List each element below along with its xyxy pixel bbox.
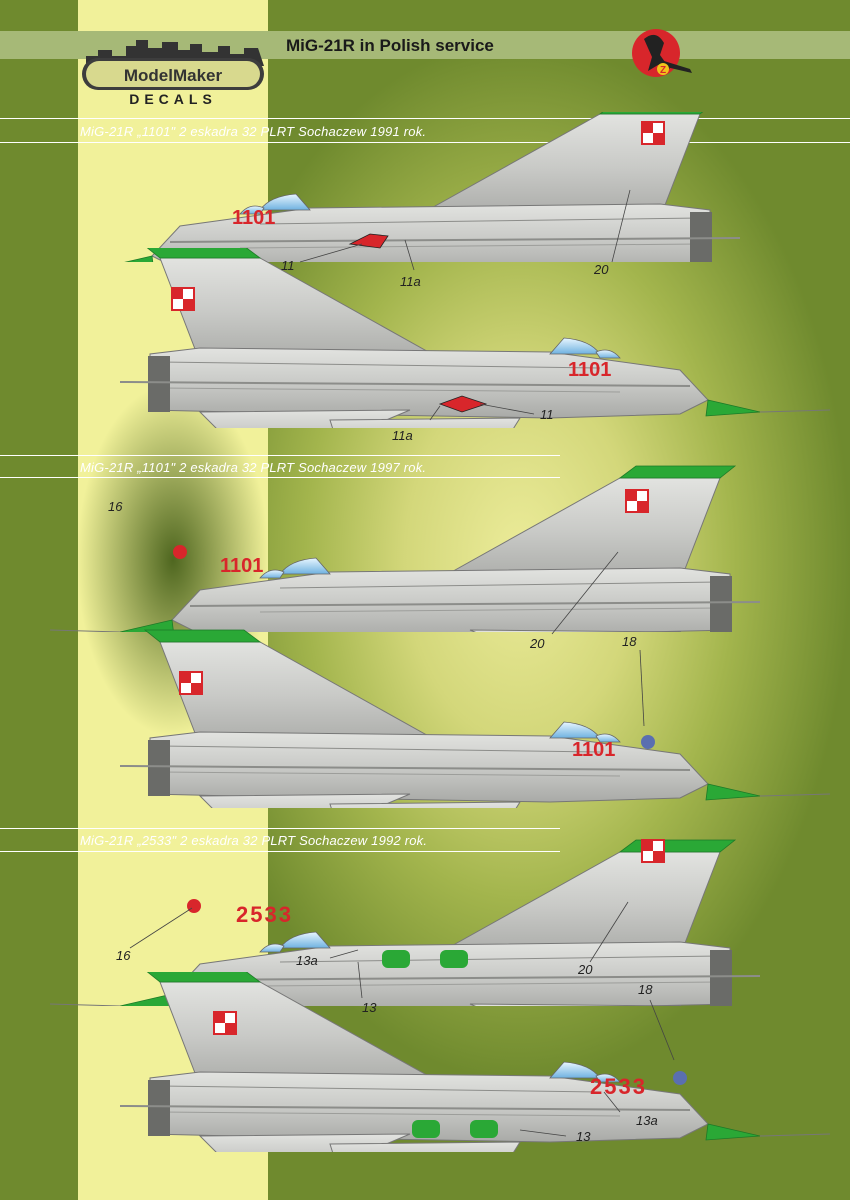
aircraft-code-3: 1101 bbox=[220, 555, 263, 577]
callout-18-a: 18 bbox=[622, 634, 637, 649]
callout-11-b: 11 bbox=[540, 407, 554, 422]
separator-2b bbox=[0, 477, 560, 478]
callout-13a-b: 13a bbox=[636, 1113, 658, 1128]
modelmaker-logo: ModelMaker DECALS bbox=[82, 40, 264, 107]
page-title: MiG-21R in Polish service bbox=[286, 36, 494, 55]
callout-16-b: 16 bbox=[116, 948, 131, 963]
callout-20-b: 20 bbox=[530, 636, 545, 651]
aircraft-profile-3: 1101 bbox=[49, 465, 761, 632]
callout-13-b: 13 bbox=[576, 1129, 591, 1144]
callout-16-a: 16 bbox=[108, 499, 123, 514]
aircraft-profile-6: 2533 bbox=[119, 972, 831, 1152]
logo-subtext: DECALS bbox=[129, 91, 217, 107]
aircraft-code-4: 1101 bbox=[572, 739, 615, 761]
aircraft-code-6: 2533 bbox=[590, 1074, 647, 1099]
separator-2a bbox=[0, 455, 560, 456]
callout-13-a: 13 bbox=[362, 1000, 377, 1015]
separator-3b bbox=[0, 851, 560, 852]
badge-letter: Z bbox=[660, 65, 666, 76]
aircraft-profile-4: 1101 bbox=[119, 629, 831, 808]
logo-text: ModelMaker bbox=[124, 66, 223, 85]
aircraft-code-1: 1101 bbox=[232, 207, 275, 229]
separator-1a bbox=[0, 118, 850, 119]
callout-11-a: 11 bbox=[281, 258, 295, 273]
callout-11a-a: 11a bbox=[400, 274, 421, 289]
aircraft-profile-2: 1101 bbox=[119, 248, 831, 428]
callout-13a-a: 13a bbox=[296, 953, 318, 968]
separator-3a bbox=[0, 828, 560, 829]
caption-2: MiG-21R „1101" 2 eskadra 32 PLRT Sochacz… bbox=[80, 460, 427, 475]
separator-1b bbox=[0, 142, 850, 143]
aircraft-code-2: 1101 bbox=[568, 359, 611, 381]
caption-1: MiG-21R „1101" 2 eskadra 32 PLRT Sochacz… bbox=[80, 124, 427, 139]
callout-18-b: 18 bbox=[638, 982, 653, 997]
callout-20-c: 20 bbox=[578, 962, 593, 977]
aircraft-code-5: 2533 bbox=[236, 902, 293, 927]
aircraft-profile-5: 2533 bbox=[49, 839, 761, 1006]
callout-11a-b: 11a bbox=[392, 428, 413, 443]
callout-20-a: 20 bbox=[594, 262, 609, 277]
squadron-badge: Z bbox=[632, 29, 692, 77]
caption-3: MiG-21R „2533" 2 eskadra 32 PLRT Sochacz… bbox=[80, 833, 428, 848]
